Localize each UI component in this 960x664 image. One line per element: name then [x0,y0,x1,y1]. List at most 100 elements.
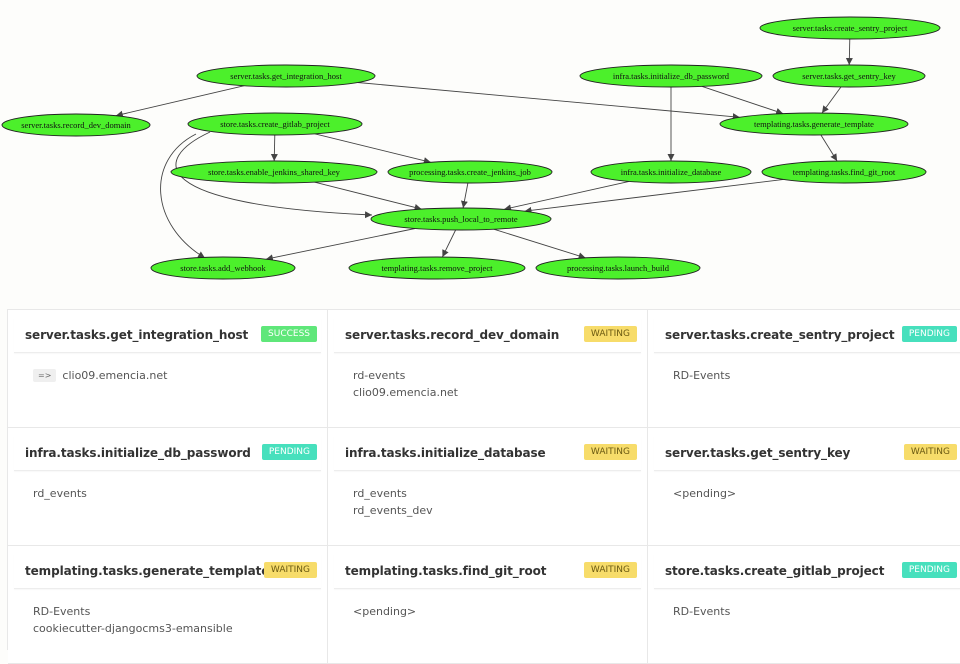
task-card-header: store.tasks.create_gitlab_project PENDING [654,554,960,589]
graph-node-record-dev-domain[interactable]: server.tasks.record_dev_domain [1,113,151,137]
graph-node-remove-project[interactable]: templating.tasks.remove_project [348,256,526,280]
graph-node-label: templating.tasks.remove_project [382,263,494,273]
graph-node-label: infra.tasks.initialize_db_password [613,71,730,81]
task-arg-line: clio09.emencia.net [353,384,639,401]
graph-node-add-webhook[interactable]: store.tasks.add_webhook [150,256,296,280]
graph-node-enable-jenkins-shared-key[interactable]: store.tasks.enable_jenkins_shared_key [170,160,378,184]
graph-edge [845,38,853,66]
task-card-title: server.tasks.get_sentry_key [665,446,851,460]
graph-edge [504,180,630,212]
task-card-args: rd-events clio09.emencia.net [353,367,639,401]
task-card-title: store.tasks.create_gitlab_project [665,564,885,578]
task-card[interactable]: server.tasks.record_dev_domain WAITING rd-… [328,310,648,428]
status-badge: PENDING [901,562,957,578]
status-badge: PENDING [261,444,317,460]
graph-node-create-gitlab-project[interactable]: store.tasks.create_gitlab_project [187,112,363,136]
task-card-title: infra.tasks.initialize_database [345,446,546,460]
graph-node-shape [387,160,553,184]
graph-node-label: templating.tasks.generate_template [754,119,874,129]
task-arg-text: clio09.emencia.net [353,386,458,399]
task-arg-text: rd_events_dev [353,504,433,517]
task-card-title: server.tasks.create_sentry_project [665,328,895,342]
status-badge: WAITING [583,326,637,342]
task-arg-text: <pending> [673,487,737,500]
graph-node-shape [579,64,763,88]
task-card-title: server.tasks.record_dev_domain [345,328,560,342]
graph-node-shape [1,113,151,137]
graph-node-get-integration-host[interactable]: server.tasks.get_integration_host [196,64,376,88]
task-card-args: =>clio09.emencia.net [33,367,319,384]
graph-node-find-git-root[interactable]: templating.tasks.find_git_root [761,160,927,184]
graph-node-create-jenkins-job[interactable]: processing.tasks.create_jenkins_job [387,160,553,184]
graph-node-label: store.tasks.enable_jenkins_shared_key [208,167,340,177]
task-arg-text: clio09.emencia.net [62,369,168,382]
task-arg-line: RD-Events [33,603,319,620]
graph-node-label: server.tasks.get_integration_host [230,71,342,81]
graph-node-shape [772,64,926,88]
task-card[interactable]: store.tasks.create_gitlab_project PENDING… [648,546,960,664]
graph-node-label: server.tasks.create_sentry_project [793,23,908,33]
task-arg-line: cookiecutter-djangocms3-emansible [33,620,319,637]
graph-node-label: templating.tasks.find_git_root [793,167,896,177]
task-card-args: rd_events [33,485,319,502]
graph-node-get-sentry-key[interactable]: server.tasks.get_sentry_key [772,64,926,88]
task-arg-line: <pending> [673,485,959,502]
graph-edge [175,131,373,219]
graph-node-label: store.tasks.create_gitlab_project [220,119,330,129]
task-card-args: RD-Events [673,603,959,620]
graph-node-push-local-to-remote[interactable]: store.tasks.push_local_to_remote [370,207,552,231]
graph-edge [441,229,457,258]
status-badge: SUCCESS [261,326,317,342]
graph-node-label: store.tasks.add_webhook [180,263,266,273]
graph-node-initialize-database[interactable]: infra.tasks.initialize_database [590,160,752,184]
task-card[interactable]: infra.tasks.initialize_db_password PENDIN… [8,428,328,546]
graph-node-label: server.tasks.get_sentry_key [802,71,896,81]
graph-edge [820,134,838,162]
task-arg-line: <pending> [353,603,639,620]
graph-node-label: server.tasks.record_dev_domain [21,120,131,130]
task-arg-text: rd_events [33,487,87,500]
task-card-args: <pending> [673,485,959,502]
task-card-args: RD-Events [673,367,959,384]
graph-node-shape [170,160,378,184]
graph-edge [314,133,431,165]
task-card-args: <pending> [353,603,639,620]
graph-edge [314,181,422,211]
task-arg-text: cookiecutter-djangocms3-emansible [33,622,233,635]
graph-node-shape [535,256,701,280]
task-card-header: infra.tasks.initialize_db_password PENDIN… [14,436,321,471]
task-arg-line: =>clio09.emencia.net [33,367,319,384]
task-arg-text: rd_events [353,487,407,500]
graph-edge [357,82,740,121]
task-arg-text: RD-Events [33,605,91,618]
task-card-title: templating.tasks.generate_template [25,564,270,578]
task-card-args: rd_events rd_events_dev [353,485,639,519]
graph-edge [160,133,206,259]
graph-edge [265,228,416,262]
task-card-title: templating.tasks.find_git_root [345,564,547,578]
graph-node-initialize-db-password[interactable]: infra.tasks.initialize_db_password [579,64,763,88]
graph-edge [493,228,586,260]
graph-node-shape [759,16,941,40]
task-arg-text: rd-events [353,369,406,382]
graph-edge [821,86,842,114]
task-dependency-graph: server.tasks.create_sentry_projectserver… [1,16,941,280]
graph-node-launch-build[interactable]: processing.tasks.launch_build [535,256,701,280]
graph-edge [701,85,784,115]
graph-node-create-sentry-project[interactable]: server.tasks.create_sentry_project [759,16,941,40]
graph-node-generate-template[interactable]: templating.tasks.generate_template [719,112,909,136]
task-arg-line: rd-events [353,367,639,384]
task-card-title: infra.tasks.initialize_db_password [25,446,251,460]
